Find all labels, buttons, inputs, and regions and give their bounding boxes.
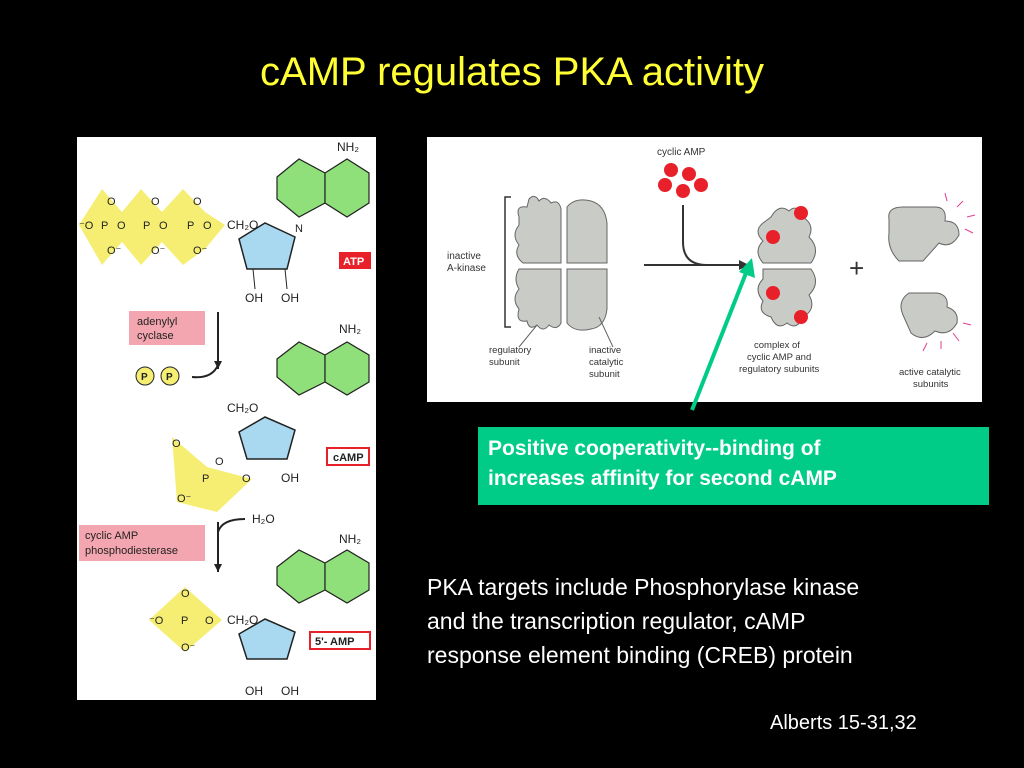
pka-targets-text: PKA targets include Phosphorylase kinase… (427, 570, 987, 672)
atp-ch2o: CH₂O (227, 218, 258, 232)
svg-text:O: O (193, 196, 202, 208)
cyclic-amp-label: cyclic AMP (657, 147, 706, 158)
svg-text:O: O (151, 196, 160, 208)
svg-text:cyclic AMP and: cyclic AMP and (747, 352, 811, 363)
svg-text:subunits: subunits (913, 379, 949, 390)
svg-text:subunit: subunit (589, 369, 620, 380)
slide-title: cAMP regulates PKA activity (260, 50, 764, 94)
svg-text:P: P (143, 220, 150, 232)
svg-text:⁻O: ⁻O (149, 615, 164, 627)
cooperativity-line2: increases affinity for second cAMP (488, 467, 837, 490)
svg-text:O⁻: O⁻ (151, 245, 166, 257)
enzyme2-line2: phosphodiesterase (85, 545, 178, 557)
svg-text:subunit: subunit (489, 357, 520, 368)
camp-molecule: O O P O O⁻ CH₂O OH NH₂ cAMP (172, 322, 370, 512)
svg-text:A-kinase: A-kinase (447, 263, 486, 274)
svg-text:O: O (203, 220, 212, 232)
svg-text:⁻O: ⁻O (79, 220, 94, 232)
svg-text:O: O (181, 588, 190, 600)
enzyme2-line1: cyclic AMP (85, 530, 138, 542)
svg-text:P: P (202, 473, 209, 485)
svg-text:NH₂: NH₂ (337, 140, 359, 154)
svg-text:P: P (101, 220, 108, 232)
svg-text:O: O (205, 615, 214, 627)
svg-text:catalytic: catalytic (589, 357, 624, 368)
svg-text:inactive: inactive (589, 345, 621, 356)
svg-text:OH: OH (245, 684, 263, 698)
svg-text:CH₂O: CH₂O (227, 401, 258, 415)
svg-text:OH: OH (245, 291, 263, 305)
pka-diagram: cyclic AMP inactive A-kinase regulatory … (447, 147, 976, 390)
svg-text:regulatory subunits: regulatory subunits (739, 364, 820, 375)
targets-line1: PKA targets include Phosphorylase kinase (427, 574, 860, 600)
targets-line2: and the transcription regulator, cAMP (427, 608, 806, 634)
svg-text:OH: OH (281, 291, 299, 305)
pka-activation-figure: cyclic AMP inactive A-kinase regulatory … (427, 137, 982, 402)
svg-text:H₂O: H₂O (252, 512, 275, 526)
enzyme1-line2: cyclase (137, 330, 174, 342)
cooperativity-line1: Positive cooperativity--binding of (488, 437, 821, 460)
svg-text:regulatory: regulatory (489, 345, 531, 356)
camp-label: cAMP (333, 452, 364, 464)
svg-text:O: O (117, 220, 126, 232)
plus-sign: + (849, 253, 864, 283)
svg-text:OH: OH (281, 471, 299, 485)
svg-text:N: N (295, 223, 303, 235)
amp-molecule: O ⁻O P O O⁻ CH₂O OH OH NH₂ 5'- AMP (149, 532, 371, 698)
svg-text:O: O (242, 473, 251, 485)
svg-text:O⁻: O⁻ (177, 493, 192, 505)
svg-text:O: O (172, 438, 181, 450)
svg-text:O: O (107, 196, 116, 208)
svg-text:O⁻: O⁻ (107, 245, 122, 257)
targets-line3: response element binding (CREB) protein (427, 642, 853, 668)
atp-label: ATP (343, 256, 364, 268)
cooperativity-box: Positive cooperativity--binding of incre… (478, 427, 989, 505)
svg-text:P: P (181, 615, 188, 627)
citation: Alberts 15-31,32 (770, 712, 917, 734)
svg-text:CH₂O: CH₂O (227, 613, 258, 627)
svg-text:O: O (215, 456, 224, 468)
svg-text:OH: OH (281, 684, 299, 698)
svg-text:O: O (159, 220, 168, 232)
svg-text:O⁻: O⁻ (181, 642, 196, 654)
amp-label: 5'- AMP (315, 636, 355, 648)
svg-text:NH₂: NH₂ (339, 322, 361, 336)
svg-text:NH₂: NH₂ (339, 532, 361, 546)
svg-text:P: P (166, 372, 173, 383)
svg-text:P: P (187, 220, 194, 232)
svg-text:P: P (141, 372, 148, 383)
svg-text:active catalytic: active catalytic (899, 367, 961, 378)
svg-text:O⁻: O⁻ (193, 245, 208, 257)
svg-text:complex of: complex of (754, 340, 800, 351)
svg-text:inactive: inactive (447, 251, 481, 262)
enzyme1-line1: adenylyl (137, 316, 177, 328)
